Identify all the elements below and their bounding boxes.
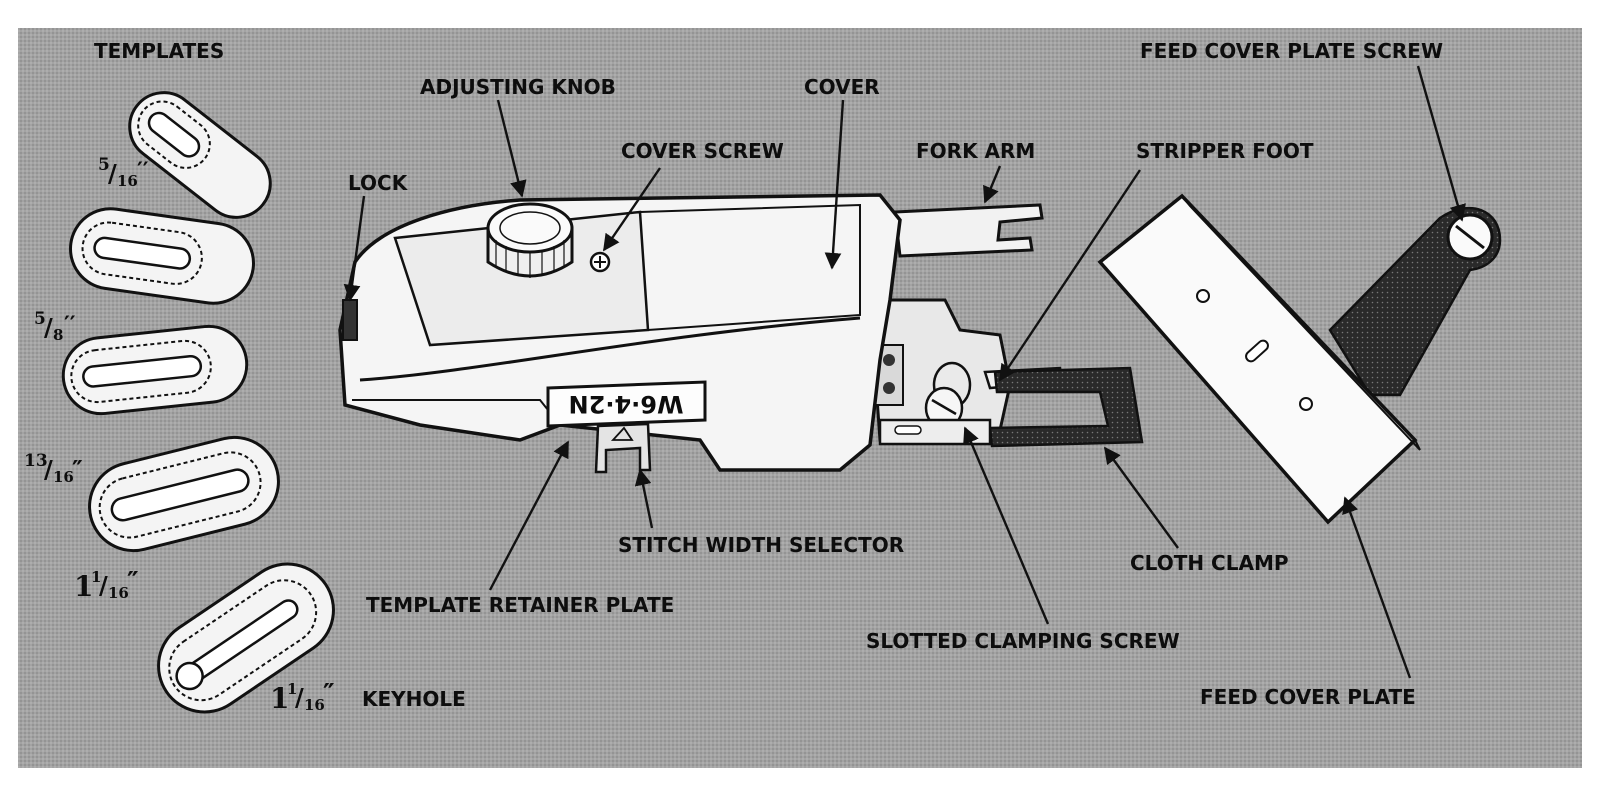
size-mark: ″ bbox=[323, 679, 335, 709]
size-slash: / bbox=[108, 159, 117, 188]
leader-cover bbox=[824, 99, 845, 270]
size-num: 5 bbox=[34, 309, 46, 329]
size-num: 1 bbox=[287, 680, 297, 698]
leader-fork-arm bbox=[983, 165, 1002, 204]
main-housing bbox=[338, 193, 902, 472]
leader-slotted-clamping-screw bbox=[963, 426, 1050, 625]
size-mark: ′′ bbox=[64, 312, 76, 338]
size-whole: 1 bbox=[270, 682, 289, 715]
label-feed-cover-plate: FEED COVER PLATE bbox=[1200, 685, 1416, 709]
label-lock: LOCK bbox=[348, 171, 409, 195]
leader-feed-cover-plate bbox=[1342, 496, 1412, 679]
size-slash: / bbox=[44, 313, 53, 342]
leader-lines bbox=[343, 65, 1466, 679]
size-label-13-16: 13 / 16 ″ bbox=[24, 451, 83, 486]
label-adjusting-knob: ADJUSTING KNOB bbox=[420, 75, 616, 99]
size-num: 5 bbox=[98, 155, 110, 175]
feed-cover-plate bbox=[1097, 193, 1421, 525]
size-num: 13 bbox=[24, 451, 48, 471]
leader-stitch-width-selector bbox=[634, 468, 654, 529]
template-1-1-16 bbox=[88, 435, 280, 553]
size-den: 16 bbox=[117, 172, 138, 190]
feed-cover-plate-arm bbox=[1328, 207, 1502, 397]
size-suffix: KEYHOLE bbox=[362, 687, 466, 711]
label-cloth-clamp: CLOTH CLAMP bbox=[1130, 551, 1289, 575]
size-label-1-1-16: 1 1 / 16 ″ bbox=[74, 567, 139, 603]
size-den: 16 bbox=[53, 468, 74, 486]
size-num: 1 bbox=[91, 568, 101, 586]
stitch-width-selector-plate: W6·4·2N bbox=[546, 380, 707, 428]
template-5-16 bbox=[128, 91, 272, 219]
label-stitch-width-selector: STITCH WIDTH SELECTOR bbox=[618, 533, 904, 557]
label-templates: TEMPLATES bbox=[94, 39, 224, 63]
size-mark: ′′ bbox=[137, 158, 149, 184]
template-5-8 bbox=[69, 207, 255, 305]
label-template-retainer-plate: TEMPLATE RETAINER PLATE bbox=[366, 593, 674, 617]
label-feed-cover-plate-screw: FEED COVER PLATE SCREW bbox=[1140, 39, 1443, 63]
leader-cloth-clamp bbox=[1104, 446, 1179, 549]
slotted-clamping-screw bbox=[924, 361, 972, 430]
size-label-5-8: 5 / 8 ′′ bbox=[34, 309, 76, 344]
fork-arm bbox=[893, 203, 1044, 258]
template-1-1-16-keyhole bbox=[157, 562, 335, 714]
size-label-5-16: 5 / 16 ′′ bbox=[98, 155, 149, 190]
size-den: 8 bbox=[53, 326, 63, 344]
size-den: 16 bbox=[108, 584, 129, 602]
lock bbox=[342, 299, 358, 341]
size-mark: ″ bbox=[127, 567, 139, 597]
leader-stripper-foot bbox=[999, 169, 1141, 382]
stitch-width-selector bbox=[594, 422, 652, 474]
label-cover-screw: COVER SCREW bbox=[621, 139, 784, 163]
leader-adjusting-knob bbox=[496, 99, 527, 198]
selector-markings: W6·4·2N bbox=[569, 390, 684, 418]
leader-template-retainer-plate bbox=[488, 440, 570, 591]
leader-cover-screw bbox=[603, 167, 661, 252]
size-label-1-1-16-keyhole: 1 1 / 16 ″ KEYHOLE bbox=[270, 679, 466, 715]
label-slotted-clamping-screw: SLOTTED CLAMPING SCREW bbox=[866, 629, 1180, 653]
size-whole: 1 bbox=[74, 570, 93, 603]
template-13-16 bbox=[61, 324, 249, 416]
leader-feed-cover-plate-screw bbox=[1416, 65, 1466, 222]
size-slash: / bbox=[99, 571, 108, 600]
leader-lock bbox=[343, 195, 366, 302]
label-stripper-foot: STRIPPER FOOT bbox=[1136, 139, 1314, 163]
size-mark: ″ bbox=[72, 455, 83, 484]
size-den: 16 bbox=[304, 696, 325, 714]
adjusting-knob bbox=[486, 202, 574, 278]
size-slash: / bbox=[295, 683, 304, 712]
cover-screw bbox=[589, 251, 611, 273]
label-cover: COVER bbox=[804, 75, 880, 99]
label-fork-arm: FORK ARM bbox=[916, 139, 1035, 163]
size-slash: / bbox=[44, 455, 53, 484]
